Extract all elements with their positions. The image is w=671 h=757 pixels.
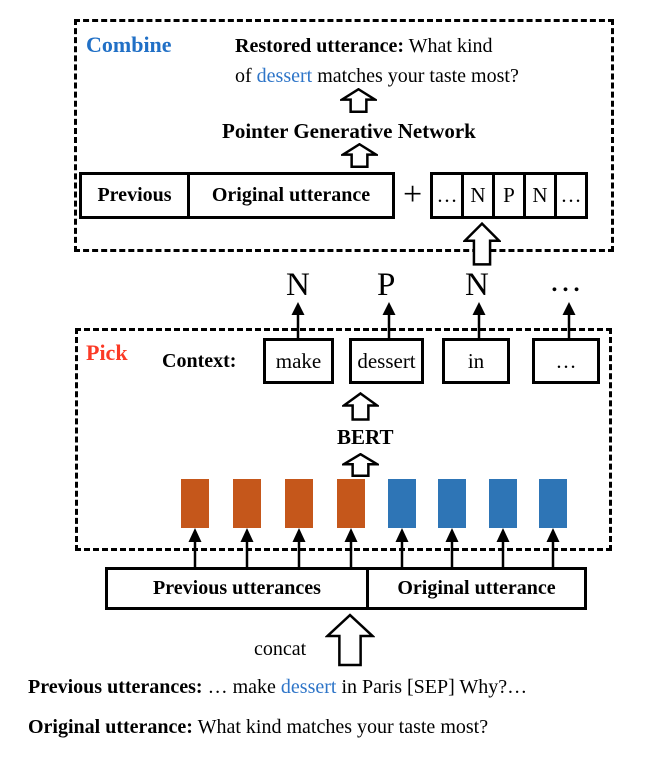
up-arrow-solid-icon bbox=[496, 528, 510, 568]
up-arrow-solid-icon bbox=[240, 528, 254, 568]
combine-input-box: Previous Original utterance bbox=[79, 172, 395, 219]
concat-label: concat bbox=[254, 638, 307, 660]
caption-line-1: Previous utterances: … make dessert in P… bbox=[28, 672, 527, 702]
up-arrow-icon bbox=[463, 222, 501, 266]
bert-label: BERT bbox=[337, 425, 394, 449]
embedding-bar-previous bbox=[285, 479, 313, 528]
embedding-bar-original bbox=[489, 479, 517, 528]
up-arrow-icon bbox=[342, 453, 379, 477]
up-arrow-icon bbox=[341, 143, 378, 168]
pointer-network-label: Pointer Generative Network bbox=[222, 119, 476, 143]
embedding-bar-original bbox=[438, 479, 466, 528]
pick-section-label: Pick bbox=[86, 340, 128, 365]
tag-cell: N bbox=[461, 172, 495, 219]
caption-line1-post: in Paris [SEP] Why?… bbox=[336, 676, 528, 698]
tag-cell-row: … N P N … bbox=[430, 172, 588, 219]
caption-line1-prefix: Previous utterances: bbox=[28, 676, 203, 698]
up-arrow-solid-icon bbox=[291, 302, 305, 339]
input-cell-original-utterance: Original utterance bbox=[366, 567, 587, 610]
caption-line-2: Original utterance: What kind matches yo… bbox=[28, 712, 488, 742]
up-arrow-icon bbox=[342, 392, 379, 421]
restored-utterance-line2-pre: of bbox=[235, 65, 257, 87]
up-arrow-solid-icon bbox=[382, 302, 396, 339]
up-arrow-solid-icon bbox=[445, 528, 459, 568]
caption-highlight-word: dessert bbox=[280, 676, 337, 698]
caption-line1-pre: … make bbox=[202, 676, 281, 698]
output-label: N bbox=[465, 267, 489, 303]
up-arrow-solid-icon bbox=[472, 302, 486, 339]
input-box: Previous utterances Original utterance bbox=[105, 567, 587, 610]
combine-input-cell-original: Original utterance bbox=[187, 172, 395, 219]
up-arrow-icon bbox=[340, 88, 377, 113]
caption-line2-prefix: Original utterance: bbox=[28, 716, 193, 738]
up-arrow-solid-icon bbox=[188, 528, 202, 568]
context-label: Context: bbox=[162, 350, 237, 372]
pick-section-box bbox=[75, 328, 612, 551]
restored-utterance-line2-post: matches your taste most? bbox=[312, 65, 519, 87]
embedding-bar-original bbox=[388, 479, 416, 528]
restored-utterance-line2: of dessert matches your taste most? bbox=[235, 61, 519, 91]
combine-input-cell-previous: Previous bbox=[79, 172, 190, 219]
restored-utterance-prefix: Restored utterance: bbox=[235, 35, 405, 57]
tag-cell: … bbox=[430, 172, 464, 219]
restored-utterance-text: Restored utterance: What kind of dessert… bbox=[235, 31, 519, 91]
caption-line2-text: What kind matches your taste most? bbox=[192, 716, 489, 738]
combine-section-box bbox=[74, 19, 614, 252]
output-label: … bbox=[549, 263, 582, 299]
input-cell-previous-utterances: Previous utterances bbox=[105, 567, 369, 610]
tag-cell: P bbox=[492, 172, 526, 219]
combine-section-label: Combine bbox=[86, 32, 172, 57]
restored-highlight-word: dessert bbox=[256, 65, 313, 87]
restored-utterance-line1-rest: What kind bbox=[404, 35, 493, 57]
up-arrow-solid-icon bbox=[344, 528, 358, 568]
restored-utterance-line1: Restored utterance: What kind bbox=[235, 31, 519, 61]
up-arrow-solid-icon bbox=[292, 528, 306, 568]
up-arrow-solid-icon bbox=[562, 302, 576, 339]
token-box-in: in bbox=[442, 338, 510, 384]
tag-cell: … bbox=[554, 172, 588, 219]
up-arrow-solid-icon bbox=[546, 528, 560, 568]
tag-cell: N bbox=[523, 172, 557, 219]
up-arrow-icon bbox=[325, 613, 375, 667]
embedding-bar-previous bbox=[233, 479, 261, 528]
token-box-dessert: dessert bbox=[349, 338, 424, 384]
output-label: N bbox=[286, 267, 310, 303]
embedding-bar-previous bbox=[181, 479, 209, 528]
plus-sign: + bbox=[403, 176, 423, 213]
embedding-bar-original bbox=[539, 479, 567, 528]
output-label: P bbox=[377, 267, 396, 303]
up-arrow-solid-icon bbox=[395, 528, 409, 568]
token-box-make: make bbox=[263, 338, 334, 384]
embedding-bar-previous bbox=[337, 479, 365, 528]
token-box-ellipsis: … bbox=[532, 338, 600, 384]
